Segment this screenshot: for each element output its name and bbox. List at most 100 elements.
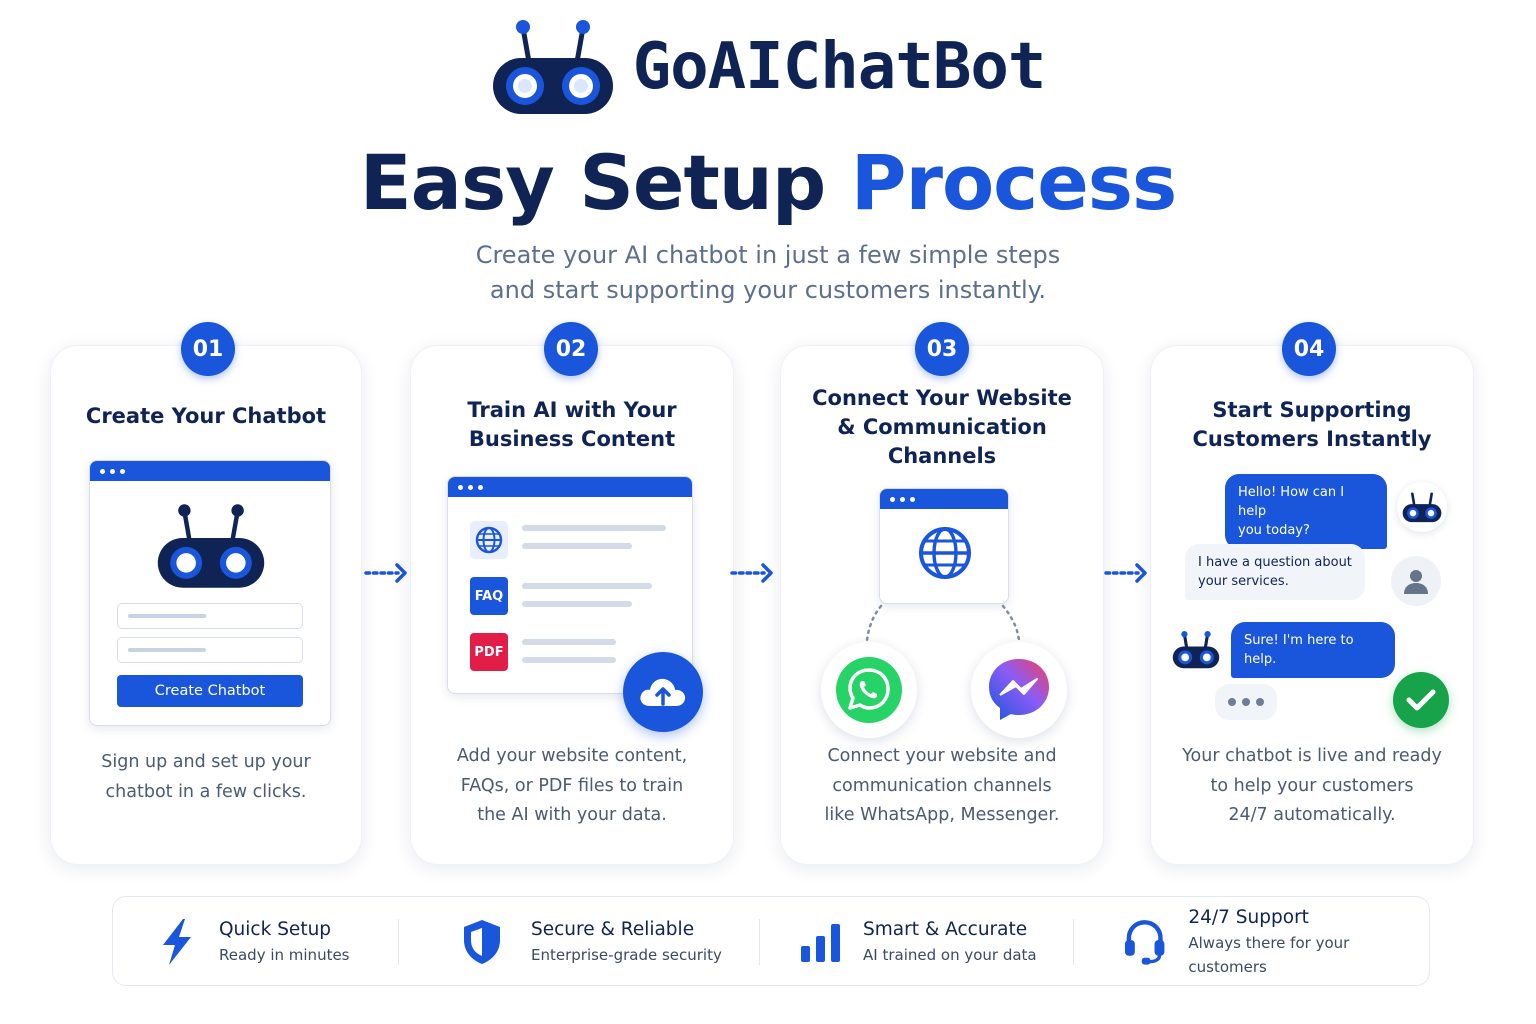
step-title: Train AI with Your Business Content	[411, 396, 733, 454]
robot-logo-icon	[492, 20, 613, 114]
feature-title: 24/7 Support	[1188, 907, 1309, 928]
chat-text-line: Hello! How can I help	[1238, 485, 1345, 519]
step-card-4: Start Supporting Customers Instantly Hel…	[1150, 345, 1474, 865]
pdf-file-icon: PDF	[470, 633, 508, 671]
bot-avatar	[1397, 482, 1447, 532]
brand-name: GoAIChatBot	[632, 30, 1047, 104]
step-title-line: Customers Instantly	[1192, 427, 1432, 451]
feature-title: Smart & Accurate	[863, 919, 1028, 940]
step-title-line: Start Supporting	[1212, 398, 1412, 422]
globe-icon	[919, 527, 971, 579]
content-line	[522, 543, 632, 549]
shield-icon	[464, 920, 500, 964]
step-card-2: Train AI with Your Business Content FAQ …	[410, 345, 734, 865]
messenger-icon	[989, 659, 1049, 720]
create-chatbot-button[interactable]: Create Chatbot	[117, 675, 303, 707]
feature-divider	[759, 919, 760, 965]
step-title: Start Supporting Customers Instantly	[1151, 396, 1473, 454]
content-line	[522, 525, 666, 531]
feature-subtitle: Ready in minutes	[219, 946, 350, 964]
feature-secure: Secure & Reliable Enterprise-grade secur…	[461, 897, 722, 987]
step-desc-line: 24/7 automatically.	[1228, 805, 1396, 825]
content-line	[522, 657, 616, 663]
subtitle-line: Create your AI chatbot in just a few sim…	[475, 241, 1061, 269]
brand-header: GoAIChatBot	[0, 18, 1536, 116]
step-description: Connect your website and communication c…	[781, 742, 1103, 831]
dotted-arrow-icon	[364, 563, 407, 583]
content-upload-window: FAQ PDF	[447, 476, 693, 694]
globe-icon	[470, 521, 508, 559]
robot-icon	[1172, 631, 1220, 669]
feature-title: Quick Setup	[219, 919, 332, 940]
step-desc-line: the AI with your data.	[477, 805, 667, 825]
step-description: Sign up and set up your chatbot in a few…	[51, 748, 361, 807]
page-subtitle: Create your AI chatbot in just a few sim…	[0, 238, 1536, 308]
checkmark-icon	[1406, 689, 1436, 711]
step-desc-line: Your chatbot is live and ready	[1182, 746, 1442, 766]
step-title: Connect Your Website & Communication Cha…	[781, 384, 1103, 471]
step-description: Your chatbot is live and ready to help y…	[1151, 742, 1473, 831]
step-desc-line: communication channels	[832, 775, 1052, 796]
features-bar: Quick Setup Ready in minutes Secure & Re…	[112, 896, 1430, 986]
step-title-line: Create Your Chatbot	[85, 404, 327, 428]
step-title-line: Connect Your Website	[812, 386, 1072, 410]
robot-icon	[157, 504, 265, 588]
cloud-upload-icon	[640, 678, 686, 706]
create-chatbot-window: Create Chatbot	[89, 460, 331, 726]
title-accent: Process	[850, 138, 1177, 227]
whatsapp-icon	[836, 657, 902, 723]
step-title-line: Train AI with Your	[467, 398, 677, 422]
step-description: Add your website content, FAQs, or PDF f…	[411, 742, 733, 831]
chat-text-line: you today?	[1238, 523, 1310, 538]
bar-chart-icon	[801, 924, 840, 962]
chat-bubble-bot: Sure! I'm here to help.	[1231, 622, 1395, 678]
chat-bubble-user: I have a question about your services.	[1185, 544, 1365, 600]
feature-title: Secure & Reliable	[531, 919, 695, 940]
chat-text-line: your services.	[1198, 574, 1289, 589]
step-desc-line: Connect your website and	[827, 746, 1057, 766]
window-titlebar	[90, 461, 330, 481]
page-title: Easy Setup Process	[0, 138, 1536, 227]
feature-divider	[1073, 919, 1074, 965]
step-badge-2: 02	[544, 322, 598, 376]
feature-subtitle: Enterprise-grade security	[531, 946, 722, 964]
chat-text-line: Sure! I'm here to help.	[1244, 633, 1354, 667]
step-card-1: Create Your Chatbot Create Chatbot Sign …	[50, 345, 362, 865]
step-desc-line: Add your website content,	[456, 746, 688, 766]
step-desc-line: FAQs, or PDF files to train	[460, 775, 684, 796]
dotted-arrow-icon	[1104, 563, 1147, 583]
headset-icon	[1124, 920, 1165, 965]
connector-lines	[865, 604, 1021, 642]
step-title-line: Channels	[887, 444, 997, 468]
step-badge-1: 01	[181, 322, 235, 376]
step-title-line: & Communication	[837, 415, 1047, 439]
content-line	[522, 601, 632, 607]
feature-support: 24/7 Support Always there for your custo…	[1123, 897, 1429, 987]
content-line	[522, 583, 652, 589]
step-desc-line: Sign up and set up your	[101, 752, 311, 772]
title-main: Easy Setup	[359, 138, 827, 227]
name-field[interactable]	[117, 603, 303, 629]
success-check-badge	[1393, 672, 1449, 728]
step-title-line: Business Content	[468, 427, 676, 451]
bot-avatar	[1167, 622, 1225, 678]
step-badge-3: 03	[915, 322, 969, 376]
step-card-3: Connect Your Website & Communication Cha…	[780, 345, 1104, 865]
feature-smart: Smart & Accurate AI trained on your data	[799, 897, 1037, 987]
feature-quick-setup: Quick Setup Ready in minutes	[157, 897, 350, 987]
description-field[interactable]	[117, 637, 303, 663]
typing-indicator	[1215, 684, 1277, 720]
cloud-upload-button[interactable]	[623, 652, 703, 732]
user-icon	[1404, 570, 1428, 594]
feature-subtitle: AI trained on your data	[863, 946, 1037, 964]
chat-bubble-bot: Hello! How can I help you today?	[1225, 474, 1387, 549]
messenger-button[interactable]	[971, 642, 1067, 738]
chat-text-line: I have a question about	[1198, 555, 1352, 570]
whatsapp-button[interactable]	[821, 642, 917, 738]
robot-icon	[1402, 492, 1442, 523]
faq-file-icon: FAQ	[470, 577, 508, 615]
step-badge-4: 04	[1282, 322, 1336, 376]
window-titlebar	[880, 489, 1008, 509]
user-avatar	[1391, 556, 1441, 606]
step-desc-line: to help your customers	[1210, 775, 1414, 796]
